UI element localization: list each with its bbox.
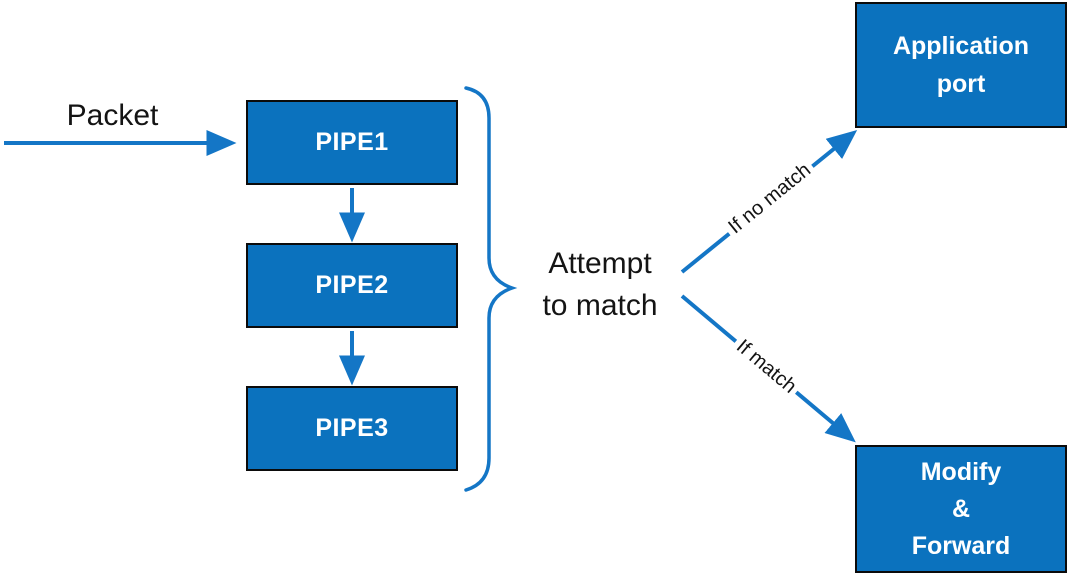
modify-forward-box: Modify & Forward (855, 445, 1067, 573)
curly-brace (464, 86, 518, 492)
modify-forward-line-1: Modify (920, 457, 1002, 486)
pipe2-box: PIPE2 (246, 243, 458, 328)
attempt-line-2: to match (542, 289, 658, 322)
attempt-line-1: Attempt (548, 247, 652, 280)
pipe2-label: PIPE2 (315, 271, 389, 299)
modify-forward-line-3: Forward (911, 531, 1011, 560)
application-port-box: Application port (855, 2, 1067, 128)
application-port-line-1: Application (892, 32, 1030, 60)
pipe1-label: PIPE1 (315, 128, 389, 156)
attempt-to-match-label: Attempt to match (524, 243, 676, 327)
application-port-line-2: port (936, 70, 986, 98)
packet-label: Packet (66, 99, 159, 132)
pipe1-box: PIPE1 (246, 100, 458, 185)
pipe3-box: PIPE3 (246, 386, 458, 471)
modify-forward-line-2: & (951, 494, 971, 523)
pipe3-label: PIPE3 (315, 414, 389, 442)
